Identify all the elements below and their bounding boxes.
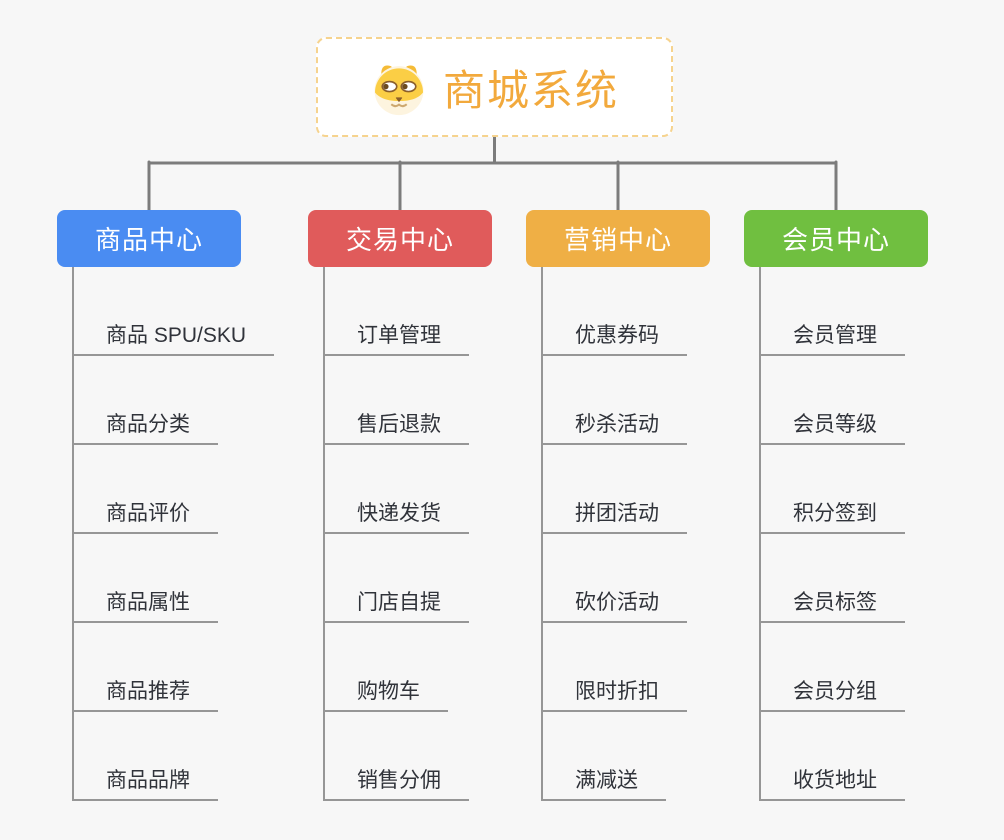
branch-children-2: 订单管理售后退款快递发货门店自提购物车销售分佣: [323, 267, 492, 801]
branch-children-3: 优惠券码秒杀活动拼团活动砍价活动限时折扣满减送: [541, 267, 710, 801]
child-item[interactable]: 砍价活动: [541, 534, 687, 623]
child-item[interactable]: 会员管理: [759, 267, 905, 356]
child-label: 商品推荐: [106, 680, 190, 703]
child-label: 会员管理: [793, 324, 877, 347]
child-item[interactable]: 购物车: [323, 623, 448, 712]
child-label: 优惠券码: [575, 324, 659, 347]
branch-label: 交易中心: [345, 225, 454, 255]
child-label: 商品 SPU/SKU: [106, 324, 247, 347]
child-item[interactable]: 门店自提: [323, 534, 469, 623]
branch-box-3[interactable]: 营销中心: [526, 210, 710, 267]
child-label: 限时折扣: [575, 680, 659, 703]
child-item[interactable]: 商品评价: [72, 445, 218, 534]
child-item[interactable]: 拼团活动: [541, 445, 687, 534]
child-item[interactable]: 会员标签: [759, 534, 905, 623]
child-label: 砍价活动: [575, 591, 659, 614]
child-label: 购物车: [357, 680, 420, 703]
child-label: 销售分佣: [357, 769, 441, 792]
child-item[interactable]: 商品分类: [72, 356, 218, 445]
child-label: 售后退款: [357, 413, 441, 436]
branch-label: 营销中心: [563, 225, 672, 255]
child-item[interactable]: 满减送: [541, 712, 666, 801]
child-item[interactable]: 优惠券码: [541, 267, 687, 356]
child-item[interactable]: 商品推荐: [72, 623, 218, 712]
child-item[interactable]: 会员等级: [759, 356, 905, 445]
branch-label: 会员中心: [781, 225, 890, 255]
child-label: 快递发货: [357, 502, 441, 525]
branch-group-3: 营销中心优惠券码秒杀活动拼团活动砍价活动限时折扣满减送: [526, 210, 710, 801]
branch-label: 商品中心: [94, 225, 203, 255]
root-title: 商城系统: [442, 66, 619, 114]
child-label: 订单管理: [357, 324, 441, 347]
child-item[interactable]: 限时折扣: [541, 623, 687, 712]
root-node[interactable]: 商城系统: [316, 37, 673, 137]
child-item[interactable]: 商品属性: [72, 534, 218, 623]
branch-group-1: 商品中心商品 SPU/SKU 商品分类商品评价商品属性商品推荐商品品牌: [57, 210, 275, 801]
branch-group-2: 交易中心订单管理售后退款快递发货门店自提购物车销售分佣: [308, 210, 492, 801]
child-item[interactable]: 商品品牌: [72, 712, 218, 801]
child-label: 收货地址: [793, 769, 877, 792]
branch-children-4: 会员管理会员等级积分签到会员标签会员分组收货地址: [759, 267, 928, 801]
child-item[interactable]: 商品 SPU/SKU: [72, 267, 275, 356]
branch-box-4[interactable]: 会员中心: [744, 210, 928, 267]
child-item[interactable]: 订单管理: [323, 267, 469, 356]
child-label: 门店自提: [357, 591, 441, 614]
branch-group-4: 会员中心会员管理会员等级积分签到会员标签会员分组收货地址: [744, 210, 928, 801]
branch-box-2[interactable]: 交易中心: [308, 210, 492, 267]
child-label: 商品评价: [106, 502, 190, 525]
child-label: 会员等级: [793, 413, 877, 436]
child-label: 商品品牌: [106, 769, 190, 792]
child-item[interactable]: 秒杀活动: [541, 356, 687, 445]
child-label: 积分签到: [793, 502, 877, 525]
child-label: 会员分组: [793, 680, 877, 703]
child-item[interactable]: 快递发货: [323, 445, 469, 534]
child-item[interactable]: 售后退款: [323, 356, 469, 445]
child-label: 商品分类: [106, 413, 190, 436]
child-label: 商品属性: [106, 591, 190, 614]
child-item[interactable]: 积分签到: [759, 445, 905, 534]
child-item[interactable]: 销售分佣: [323, 712, 469, 801]
child-label: 满减送: [575, 769, 638, 792]
child-label: 会员标签: [793, 591, 877, 614]
child-item[interactable]: 会员分组: [759, 623, 905, 712]
branch-children-1: 商品 SPU/SKU 商品分类商品评价商品属性商品推荐商品品牌: [72, 267, 275, 801]
child-label: 秒杀活动: [575, 413, 659, 436]
child-label: 拼团活动: [575, 502, 659, 525]
child-item[interactable]: 收货地址: [759, 712, 905, 801]
branch-box-1[interactable]: 商品中心: [57, 210, 241, 267]
dog-face-icon: [374, 65, 424, 116]
